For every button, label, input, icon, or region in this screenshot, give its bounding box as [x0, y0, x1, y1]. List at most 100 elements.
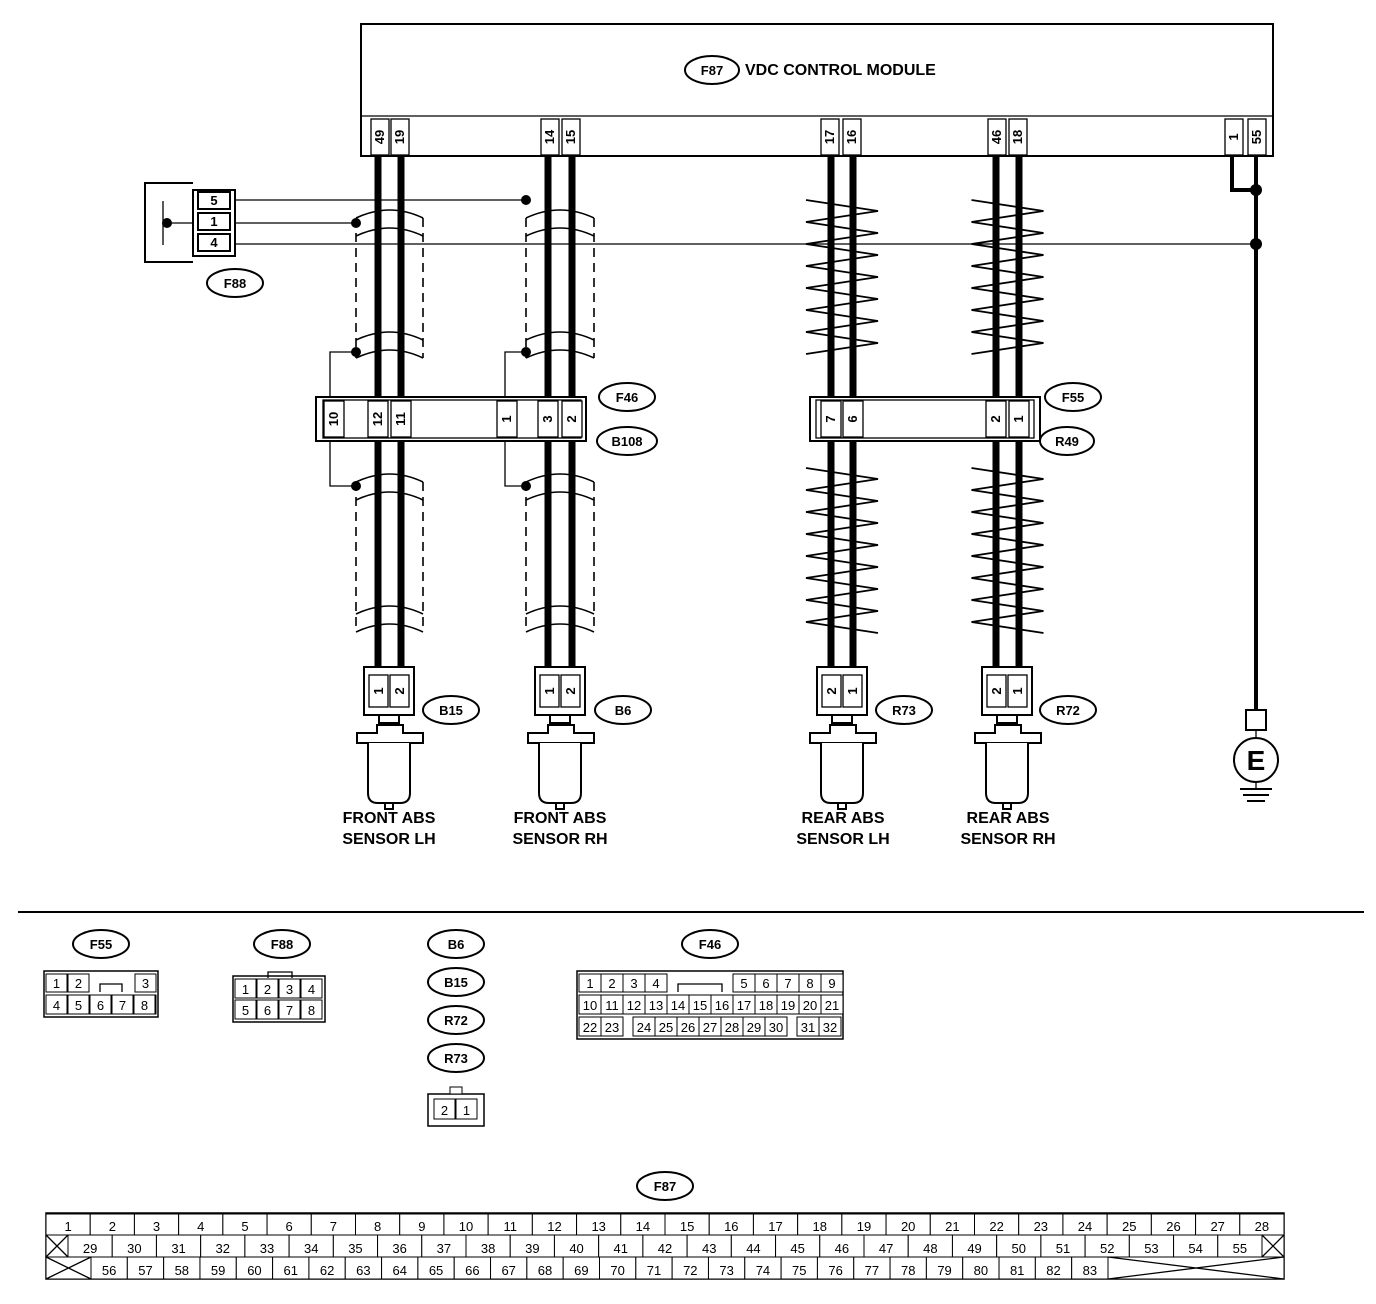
module-pin: 55 [1249, 130, 1264, 144]
connector-cell: 68 [538, 1263, 552, 1278]
connector-cell: 34 [304, 1241, 318, 1256]
connector-cell: 18 [759, 998, 773, 1013]
connector-cell: 12 [547, 1219, 561, 1234]
connector-cell: 17 [737, 998, 751, 1013]
junction-pin: 7 [823, 415, 838, 422]
f88-pin: 4 [210, 235, 218, 250]
connector-cell: 29 [83, 1241, 97, 1256]
connector-cell: 77 [865, 1263, 879, 1278]
connector-cell: 15 [693, 998, 707, 1013]
connector-cell: 31 [801, 1020, 815, 1035]
connector-cell: 5 [242, 1003, 249, 1018]
connector-cell: 15 [680, 1219, 694, 1234]
connector-cell: 79 [937, 1263, 951, 1278]
connector-cell: 23 [605, 1020, 619, 1035]
connector-cell: 48 [923, 1241, 937, 1256]
junction-pin: 11 [393, 412, 408, 426]
connector-cell: 75 [792, 1263, 806, 1278]
connector-cell: 5 [241, 1219, 248, 1234]
connector-cell: 11 [504, 1219, 518, 1234]
connector-cell: 26 [1166, 1219, 1180, 1234]
connector-cell: 22 [989, 1219, 1003, 1234]
connector-cell: 29 [747, 1020, 761, 1035]
connector-cell: 10 [459, 1219, 473, 1234]
connector-cell: 21 [945, 1219, 959, 1234]
connector-cell: 2 [441, 1103, 448, 1118]
connector-cell: 9 [828, 976, 835, 991]
connector-cell: 47 [879, 1241, 893, 1256]
connector-cell: 39 [525, 1241, 539, 1256]
connector-id: B15 [444, 975, 468, 990]
rear-sensor-wires [805, 156, 1044, 668]
connector-cell: 1 [242, 982, 249, 997]
connector-cell: 7 [784, 976, 791, 991]
connector-cell: 60 [247, 1263, 261, 1278]
connector-cell: 4 [652, 976, 659, 991]
module-pin: 1 [1226, 133, 1241, 140]
connector-cell: 4 [308, 982, 315, 997]
connector-cell: 63 [356, 1263, 370, 1278]
junction-pin: 12 [370, 412, 385, 426]
connector-cell: 7 [330, 1219, 337, 1234]
connector-cell: 31 [171, 1241, 185, 1256]
connector-cell: 42 [658, 1241, 672, 1256]
connector-cell: 10 [583, 998, 597, 1013]
connector-id: R73 [444, 1051, 468, 1066]
junction-pin: 6 [845, 415, 860, 422]
module-pin: 46 [989, 130, 1004, 144]
connector-cell: 58 [175, 1263, 189, 1278]
module-pin: 17 [822, 130, 837, 144]
connector-cell: 64 [392, 1263, 406, 1278]
f88-pin: 5 [210, 193, 217, 208]
sensor-id: B6 [615, 703, 632, 718]
connector-cell: 35 [348, 1241, 362, 1256]
connector-cell: 45 [790, 1241, 804, 1256]
connector-cell: 27 [1210, 1219, 1224, 1234]
connector-cell: 1 [463, 1103, 470, 1118]
connector-cell: 30 [769, 1020, 783, 1035]
connector-cell: 28 [1255, 1219, 1269, 1234]
connector-cell: 1 [586, 976, 593, 991]
connector-cell: 54 [1188, 1241, 1202, 1256]
module-pin: 49 [372, 130, 387, 144]
connector-cell: 16 [715, 998, 729, 1013]
connector-cell: 2 [109, 1219, 116, 1234]
sensor-label: FRONT ABS [514, 810, 607, 827]
connector-cell: 59 [211, 1263, 225, 1278]
connector-cell: 4 [53, 998, 60, 1013]
connector-cell: 20 [803, 998, 817, 1013]
sensor-id: R73 [892, 703, 916, 718]
connector-cell: 61 [284, 1263, 298, 1278]
connector-cell: 17 [768, 1219, 782, 1234]
sensor-pin: 2 [989, 687, 1004, 694]
connector-cell: 27 [703, 1020, 717, 1035]
connector-cell: 6 [97, 998, 104, 1013]
connector-cell: 25 [1122, 1219, 1136, 1234]
connector-cell: 13 [649, 998, 663, 1013]
sensor-pin: 2 [563, 687, 578, 694]
junction-pin: 1 [1011, 415, 1026, 422]
module-pin: 16 [844, 130, 859, 144]
connector-cell: 49 [967, 1241, 981, 1256]
connector-cell: 66 [465, 1263, 479, 1278]
connector-cell: 81 [1010, 1263, 1024, 1278]
connector-cell: 22 [583, 1020, 597, 1035]
connector-cell: 67 [501, 1263, 515, 1278]
sensor-label: FRONT ABS [343, 810, 436, 827]
connector-cell: 8 [308, 1003, 315, 1018]
connector-cell: 28 [725, 1020, 739, 1035]
junction-id: F46 [616, 390, 638, 405]
connector-cell: 18 [813, 1219, 827, 1234]
f88-pin: 1 [210, 214, 217, 229]
junction-pin: 2 [564, 415, 579, 422]
connector-id: F46 [699, 937, 721, 952]
sensor-pin: 1 [845, 687, 860, 694]
sensor-label: SENSOR LH [796, 831, 889, 848]
connector-cell: 19 [781, 998, 795, 1013]
connector-cell: 3 [142, 976, 149, 991]
